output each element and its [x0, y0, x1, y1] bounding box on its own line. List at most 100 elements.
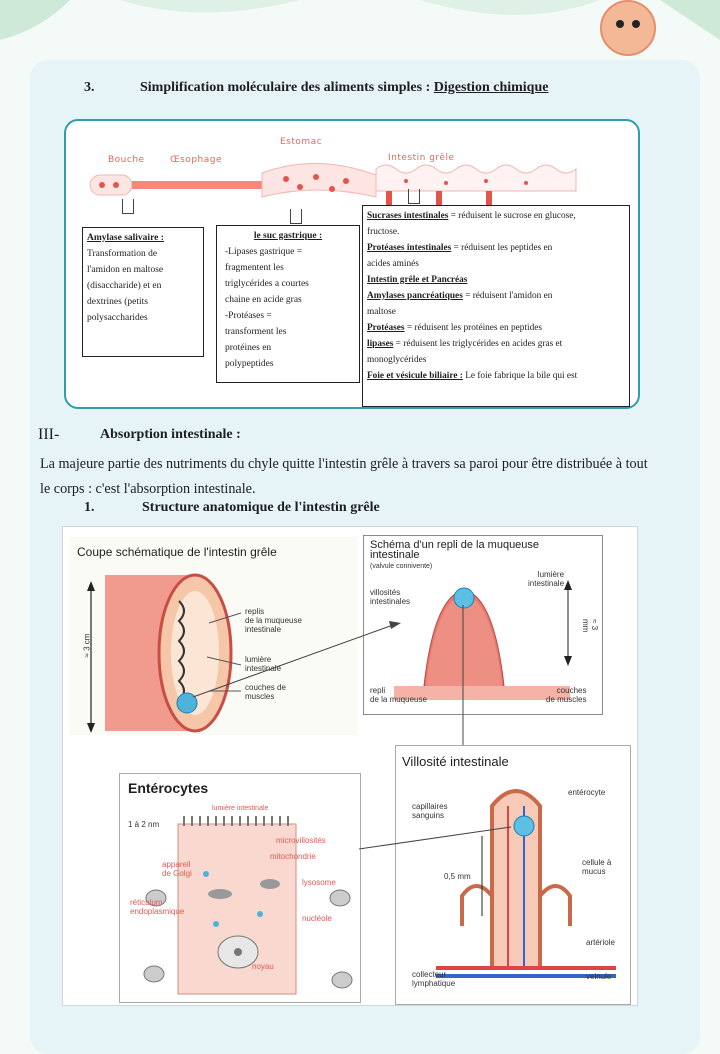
part-title: Absorption intestinale : [100, 427, 241, 442]
label-lysosome: lysosome [302, 878, 336, 887]
repli-title: Schéma d'un repli de la muqueuse intesti… [370, 539, 540, 561]
box-line: fructose. [367, 224, 625, 240]
arrow-down-icon [408, 189, 420, 204]
label-bouche: Bouche [108, 155, 145, 165]
enzyme-name: Protéases intestinales [367, 243, 452, 253]
arrow-down-icon [122, 199, 134, 214]
label-repli-couches: couches de muscles [546, 686, 587, 704]
coupe-title: Coupe schématique de l'intestin grêle [77, 545, 277, 559]
label-repli-lumiere: lumière intestinale [528, 570, 565, 588]
box-intestin-enzymes: Sucrases intestinales = réduisent le suc… [362, 205, 630, 407]
box-line: transforment les [225, 327, 287, 337]
entero-size: 1 à 2 nm [128, 820, 160, 829]
box-line: Foie et vésicule biliaire : Le foie fabr… [367, 368, 625, 384]
arrow-down-icon [290, 209, 302, 224]
entero-title: Entérocytes [128, 780, 209, 796]
intestine-figure: Coupe schématique de l'intestin grêle ≈ … [62, 526, 638, 1006]
enterocyte-illustration [143, 816, 353, 995]
part-number: III- [38, 426, 60, 443]
box-line: l'amidon en maltose [87, 265, 164, 275]
box-line: Transformation de [87, 249, 158, 259]
enzyme-name: Intestin grêle et Pancréas [367, 275, 468, 285]
repli-illustration [394, 580, 572, 700]
enzyme-effect: = réduisent les triglycérides en acides … [393, 339, 563, 349]
panel-repli: Schéma d'un repli de la muqueuse intesti… [363, 535, 603, 715]
label-intestin: Intestin grêle [388, 153, 455, 163]
label-reticulum: réticulum endoplasmique [130, 898, 185, 916]
enzyme-effect: = réduisent les peptides en [451, 243, 553, 253]
label-mitochondrie: mitochondrie [270, 852, 316, 861]
label-estomac: Estomac [280, 137, 323, 147]
box-line: polypeptides [225, 359, 274, 369]
page-decoration [0, 0, 720, 40]
box-suc-gastrique: le suc gastrique : -Lipases gastrique =f… [216, 225, 360, 383]
enzyme-effect: Le foie fabrique la bile qui est [462, 371, 578, 381]
paragraph: La majeure partie des nutriments du chyl… [40, 456, 648, 497]
enzyme-effect: fructose. [367, 227, 400, 237]
label-capillaires: capillaires sanguins [412, 802, 448, 820]
enzyme-effect: maltose [367, 307, 396, 317]
box-line: polysaccharides [87, 313, 148, 323]
enzyme-name: Sucrases intestinales [367, 211, 449, 221]
label-cellule-mucus: cellule à mucus [582, 858, 612, 876]
box-line: acides aminés [367, 256, 625, 272]
box-line: protéines en [225, 343, 272, 353]
label-arteriole: artériole [586, 938, 615, 947]
box-line: dextrines (petits [87, 297, 148, 307]
enzyme-name: Amylases pancréatiques [367, 291, 463, 301]
label-collecteur: collecteur lymphatique [412, 970, 456, 988]
box-line: chaine en acide gras [225, 295, 302, 305]
connector-arrows [192, 605, 512, 850]
repli-subtitle: (valvule connivente) [370, 563, 433, 570]
label-villosites: villosités intestinales [370, 588, 411, 606]
label-replis: replis de la muqueuse intestinale [245, 607, 302, 634]
box-line: maltose [367, 304, 625, 320]
label-lumiere: lumière intestinale [245, 655, 282, 673]
villosite-size: 0,5 mm [444, 872, 471, 881]
box-line: fragmentent les [225, 263, 284, 273]
box-line: monoglycérides [367, 352, 625, 368]
digestive-tract-illustration [89, 162, 577, 205]
villosite-illustration [436, 789, 616, 978]
box-line: lipases = réduisent les triglycérides en… [367, 336, 625, 352]
box-line: -Protéases = [225, 311, 272, 321]
box-line: Protéases = réduisent les protéines en p… [367, 320, 625, 336]
label-noyau: noyau [252, 962, 274, 971]
enzyme-name: lipases [367, 339, 394, 349]
label-repli-muqueuse: repli de la muqueuse [370, 686, 427, 704]
label-entero-lumiere: lumière intestinale [212, 805, 269, 812]
label-couches: couches de muscles [245, 683, 286, 701]
enzyme-effect: = réduisent les protéines en peptides [404, 323, 542, 333]
panel-enterocytes: Entérocytes lumière intestinale 1 à 2 nm… [119, 773, 361, 1003]
box-line: -Lipases gastrique = [225, 247, 303, 257]
panel-coupe: Coupe schématique de l'intestin grêle ≈ … [69, 537, 357, 735]
label-golgi: appareil de Golgi [162, 860, 192, 878]
section-title: Simplification moléculaire des aliments … [140, 80, 549, 95]
box-line: Protéases intestinales = réduisent les p… [367, 240, 625, 256]
box-line: (disaccharide) et en [87, 281, 162, 291]
enzyme-effect: = réduisent l'amidon en [462, 291, 553, 301]
panel-villosite: Villosité intestinale entérocyte capilla… [395, 745, 631, 1005]
enzyme-name: Foie et vésicule biliaire : [367, 371, 463, 381]
label-microvillosites: microvillosités [276, 836, 326, 845]
coupe-illustration [87, 573, 242, 733]
box-line: Sucrases intestinales = réduisent le suc… [367, 208, 625, 224]
subsection-number: 1. [84, 500, 95, 515]
enzyme-effect: monoglycérides [367, 355, 427, 365]
box-line: Amylases pancréatiques = réduisent l'ami… [367, 288, 625, 304]
subsection-title: Structure anatomique de l'intestin grêle [142, 500, 380, 515]
enzyme-effect: acides aminés [367, 259, 419, 269]
enzyme-effect: = réduisent le sucrose en glucose, [448, 211, 576, 221]
villosite-title: Villosité intestinale [402, 754, 509, 769]
section-number: 3. [84, 80, 95, 95]
enzyme-name: Protéases [367, 323, 405, 333]
brain-mascot-icon [600, 0, 656, 56]
label-nucleole: nucléole [302, 914, 332, 923]
label-enterocyte: entérocyte [568, 788, 606, 797]
box-line: triglycérides a courtes [225, 279, 309, 289]
label-veinule: veinule [586, 972, 612, 981]
box-line: Intestin grêle et Pancréas [367, 272, 625, 288]
digestion-diagram: Bouche Œsophage Estomac Intestin grêle A… [64, 119, 640, 409]
label-oesophage: Œsophage [170, 155, 223, 165]
